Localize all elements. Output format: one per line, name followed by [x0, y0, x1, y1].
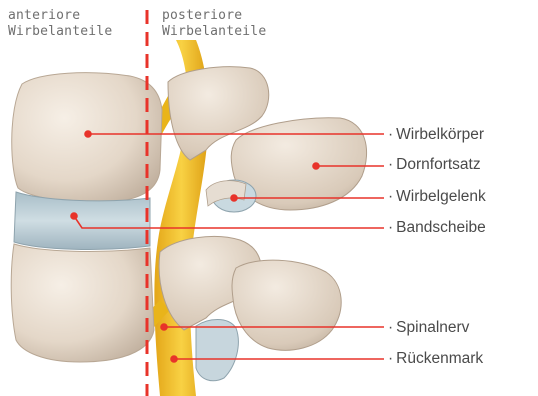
- anterior-label: anteriore Wirbelanteile: [8, 8, 112, 40]
- callout-label: Rückenmark: [396, 350, 483, 367]
- callout-label: Bandscheibe: [396, 219, 486, 236]
- callout-wirbelgelenk: ·Wirbelgelenk: [388, 188, 486, 206]
- callout-label: Dornfortsatz: [396, 156, 480, 173]
- pointer-dot-wirbelkoerper: [85, 131, 91, 137]
- callout-wirbelkoerper: ·Wirbelkörper: [388, 126, 484, 144]
- pointer-dot-bandscheibe: [71, 213, 77, 219]
- lower-vertebral-body: [11, 244, 154, 362]
- pointer-dot-spinalnerv: [161, 324, 167, 330]
- callout-dornfortsatz: ·Dornfortsatz: [388, 156, 481, 174]
- pointer-dot-dornfortsatz: [313, 163, 319, 169]
- callout-spinalnerv: ·Spinalnerv: [388, 319, 469, 337]
- pointer-dot-rueckenmark: [171, 356, 177, 362]
- callout-label: Spinalnerv: [396, 319, 469, 336]
- callout-label: Wirbelgelenk: [396, 188, 486, 205]
- posterior-label: posteriore Wirbelanteile: [162, 8, 266, 40]
- intervertebral-disc: [14, 192, 150, 249]
- callout-rueckenmark: ·Rückenmark: [388, 350, 483, 368]
- callout-label: Wirbelkörper: [396, 126, 484, 143]
- pointer-dot-wirbelgelenk: [231, 195, 237, 201]
- callout-bandscheibe: ·Bandscheibe: [388, 219, 486, 237]
